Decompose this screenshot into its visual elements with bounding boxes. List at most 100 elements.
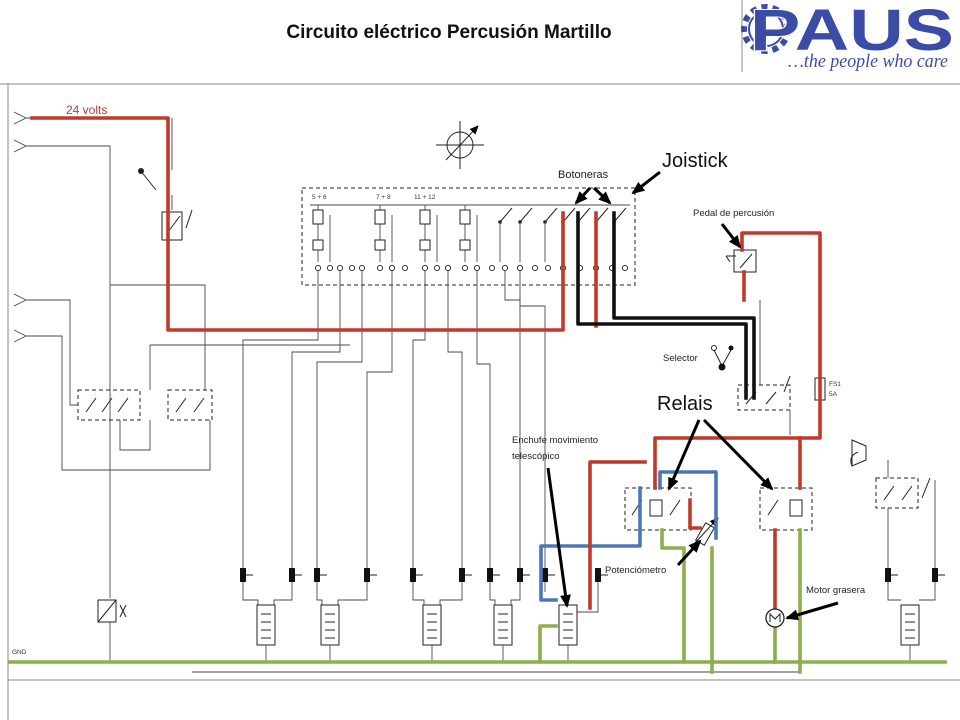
panel-terminal <box>488 264 496 272</box>
control-joystick-wire-a <box>576 211 748 400</box>
panel-terminal <box>348 264 356 272</box>
label-enchufe-line1: Enchufe movimiento <box>512 435 598 446</box>
supply-relay-contact <box>161 209 193 241</box>
arrow-joistick <box>631 170 661 195</box>
pedal-symbol <box>725 249 757 273</box>
connector-block <box>422 604 442 646</box>
selector-pivot <box>718 363 726 371</box>
fuse-holder <box>487 568 493 582</box>
panel-relay-contact <box>374 239 386 251</box>
valve-feed-wire <box>32 145 111 598</box>
relay-k2-coil <box>789 499 803 517</box>
arrow-botoneras-left <box>574 186 592 205</box>
relay-block-l <box>77 389 141 421</box>
relay-k1-coil <box>649 499 663 517</box>
ground-enchufe-wire <box>538 624 558 664</box>
panel-terminal <box>444 264 452 272</box>
arrow-relais-k1 <box>667 419 701 491</box>
label-enchufe-line2: telescópico <box>512 451 560 462</box>
panel-drop-wire <box>242 271 319 568</box>
connector-block <box>493 604 513 646</box>
supply-relay-switch <box>167 209 193 233</box>
relay-loop-wire <box>119 345 151 451</box>
panel-terminal <box>326 264 334 272</box>
lamp-bulb <box>138 168 144 174</box>
label-joistick: Joistick <box>662 150 729 172</box>
panel-relay-coil <box>374 209 386 225</box>
arrow-botoneras-right <box>592 186 612 205</box>
control-wires <box>576 211 756 400</box>
fuse-holder <box>240 568 246 582</box>
fuse-holder <box>595 568 601 582</box>
signal-wires <box>539 470 718 602</box>
fuse-to-block-wire <box>489 582 496 606</box>
bank-label-2: 7 + 8 <box>376 194 391 201</box>
input-arrow-2 <box>13 139 32 153</box>
arrow-enchufe <box>546 467 571 608</box>
fuse-holder <box>542 568 548 582</box>
panel-drop-wire <box>519 271 546 568</box>
panel-terminal <box>501 264 509 272</box>
selector-relay-wires <box>759 300 791 435</box>
connector-block <box>256 604 276 646</box>
right-block-wires <box>887 582 936 601</box>
label-potenciometro: Potenciómetro <box>605 565 666 576</box>
relay-k2-frame <box>759 487 813 531</box>
connector-block-pins <box>905 613 915 639</box>
fuse-holder <box>314 568 320 582</box>
joystick-symbol <box>436 121 484 169</box>
panel-switch-contact <box>544 207 558 223</box>
relay-block-l-contacts <box>85 397 129 413</box>
thin-wires <box>13 111 936 673</box>
control-panel-frame <box>301 187 636 286</box>
pedal-box <box>733 249 757 273</box>
diagram-frame <box>0 83 960 720</box>
panel-relay-contact <box>419 239 431 251</box>
gear-ring <box>748 11 784 47</box>
panel-drop-wire <box>291 271 341 568</box>
ground-label: GND <box>12 649 27 656</box>
fuse-to-block-wire <box>273 582 293 606</box>
panel-drop-wire <box>476 271 491 568</box>
panel-switch-contact <box>613 207 627 223</box>
panel-terminal <box>461 264 469 272</box>
fuse-to-block-wire <box>412 582 425 606</box>
input-arrow-4 <box>13 329 32 343</box>
fuse-holder <box>459 568 465 582</box>
panel-terminal <box>544 264 552 272</box>
panel-relay-contact <box>459 239 471 251</box>
connector-block <box>900 604 920 646</box>
supply-wire-24v <box>30 116 565 332</box>
panel-switch-contact <box>595 207 609 223</box>
selector-pos-a <box>711 345 717 351</box>
gear-icon <box>741 4 791 54</box>
right-relay <box>875 477 931 509</box>
connector-block <box>558 604 578 646</box>
components: 5 + 6 7 + 8 11 + 12 FS1 5A <box>12 121 945 662</box>
arrow-pedal <box>720 223 742 249</box>
horn-icon <box>850 439 867 467</box>
panel-drop-wire <box>366 271 393 568</box>
panel-terminal <box>401 264 409 272</box>
panel-terminal <box>358 264 366 272</box>
relay-block-r <box>167 389 213 421</box>
fuse-fs1-rating: 5A <box>829 391 838 398</box>
selector-relay-frame <box>737 384 791 411</box>
panel-relay-contact <box>312 239 324 251</box>
panel-terminal <box>516 264 524 272</box>
panel-drop-wire <box>412 271 426 568</box>
fuse-to-block-wire <box>242 582 259 606</box>
fuse-holder <box>289 568 295 582</box>
valve-marks <box>97 599 127 623</box>
panel-switch-contact <box>499 207 513 223</box>
fuse-to-block-wire <box>439 582 463 606</box>
supply-relay-box <box>161 211 183 241</box>
panel-terminal <box>376 264 384 272</box>
right-relay-frame <box>875 477 919 509</box>
logo-tagline: …the people who care <box>788 51 948 72</box>
panel-drop-wire <box>504 271 521 568</box>
connector-block-pins <box>325 613 335 639</box>
selector-arms <box>713 349 732 367</box>
label-motor-grasera: Motor grasera <box>806 585 866 596</box>
